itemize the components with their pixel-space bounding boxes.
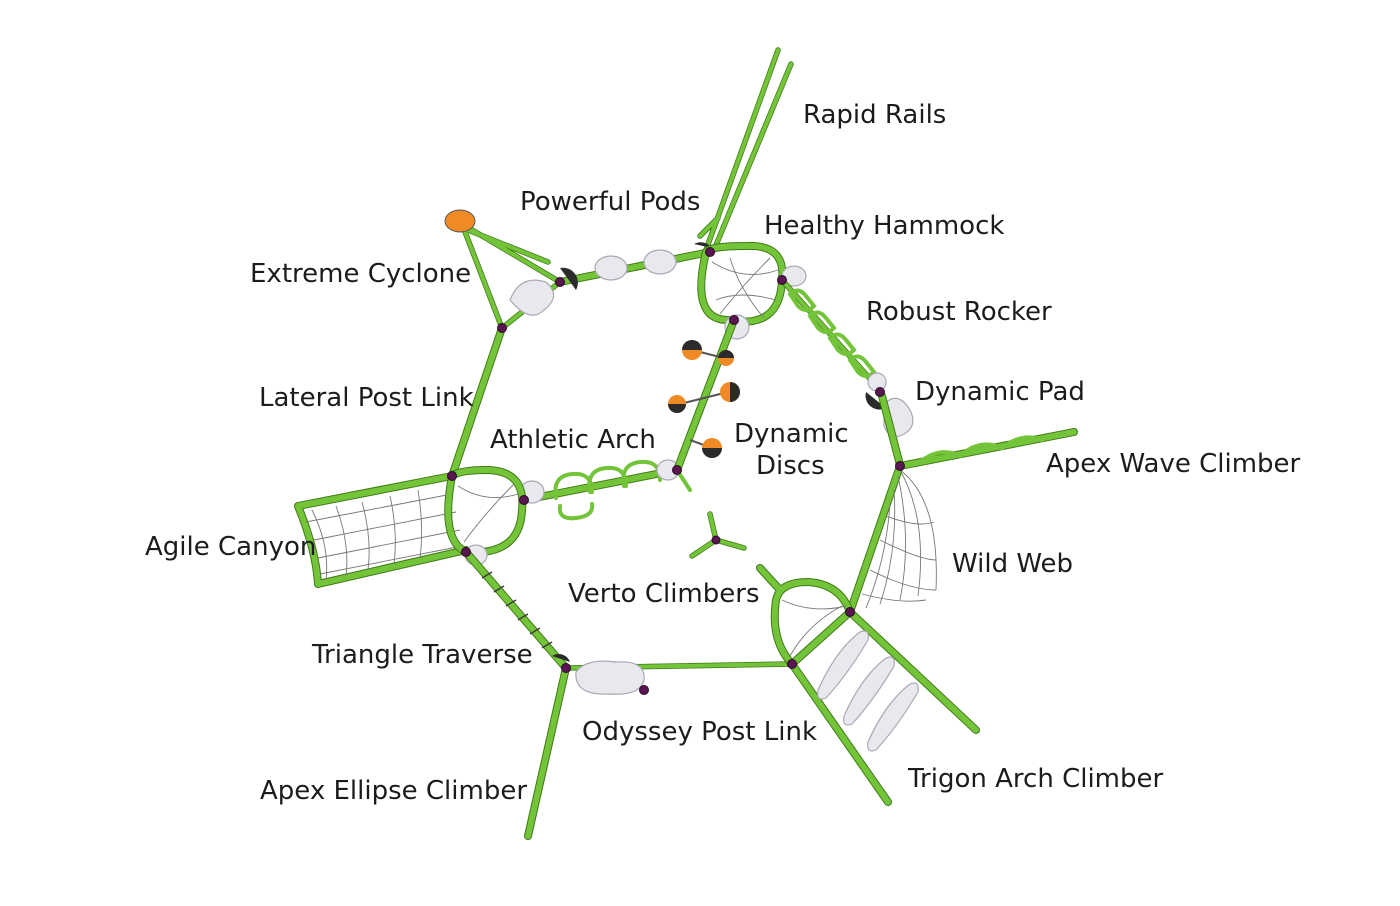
- label-robust-rocker: Robust Rocker: [866, 297, 1052, 327]
- label-verto-climbers: Verto Climbers: [568, 579, 759, 609]
- label-rapid-rails: Rapid Rails: [803, 100, 946, 130]
- labels: Rapid Rails Powerful Pods Healthy Hammoc…: [145, 100, 1301, 806]
- label-athletic-arch: Athletic Arch: [490, 425, 656, 455]
- label-apex-wave-climber: Apex Wave Climber: [1046, 449, 1301, 479]
- label-dynamic-discs-line2: Discs: [756, 451, 825, 481]
- extreme-cyclone-structure: [444, 209, 565, 333]
- robust-rocker-structure: [779, 277, 887, 393]
- label-apex-ellipse-climber: Apex Ellipse Climber: [260, 776, 527, 806]
- odyssey-post-link-structure: [563, 660, 795, 695]
- connection-nodes: [447, 247, 905, 695]
- label-lateral-post-link: Lateral Post Link: [259, 383, 474, 413]
- rapid-rails-structure: [697, 47, 794, 253]
- label-extreme-cyclone: Extreme Cyclone: [250, 259, 471, 289]
- label-powerful-pods: Powerful Pods: [520, 187, 700, 217]
- trigon-rung-pods: [817, 630, 919, 752]
- apex-wave-climber-structure: [896, 428, 1078, 470]
- lateral-post-link-structure: [448, 324, 506, 480]
- label-agile-canyon: Agile Canyon: [145, 532, 316, 562]
- agile-canyon-structure: [294, 465, 527, 588]
- athletic-arch-structure: [519, 459, 681, 521]
- label-dynamic-pad: Dynamic Pad: [915, 377, 1085, 407]
- label-wild-web: Wild Web: [952, 549, 1073, 579]
- triangle-traverse-structure: [462, 548, 570, 672]
- label-odyssey-post-link: Odyssey Post Link: [582, 717, 817, 747]
- label-dynamic-discs-line1: Dynamic: [734, 419, 849, 449]
- dynamic-discs-structure: [668, 316, 740, 492]
- label-triangle-traverse: Triangle Traverse: [311, 640, 533, 670]
- trigon-arch-climber-structure: [756, 564, 980, 806]
- dynamic-pad-structure: [865, 392, 914, 469]
- verto-climbers-structure: [689, 511, 747, 559]
- powerful-pods-structure: [556, 242, 714, 290]
- label-trigon-arch-climber: Trigon Arch Climber: [907, 764, 1163, 794]
- label-healthy-hammock: Healthy Hammock: [764, 211, 1004, 241]
- wild-web-structure: [846, 462, 937, 616]
- apex-ellipse-climber-structure: [524, 664, 570, 840]
